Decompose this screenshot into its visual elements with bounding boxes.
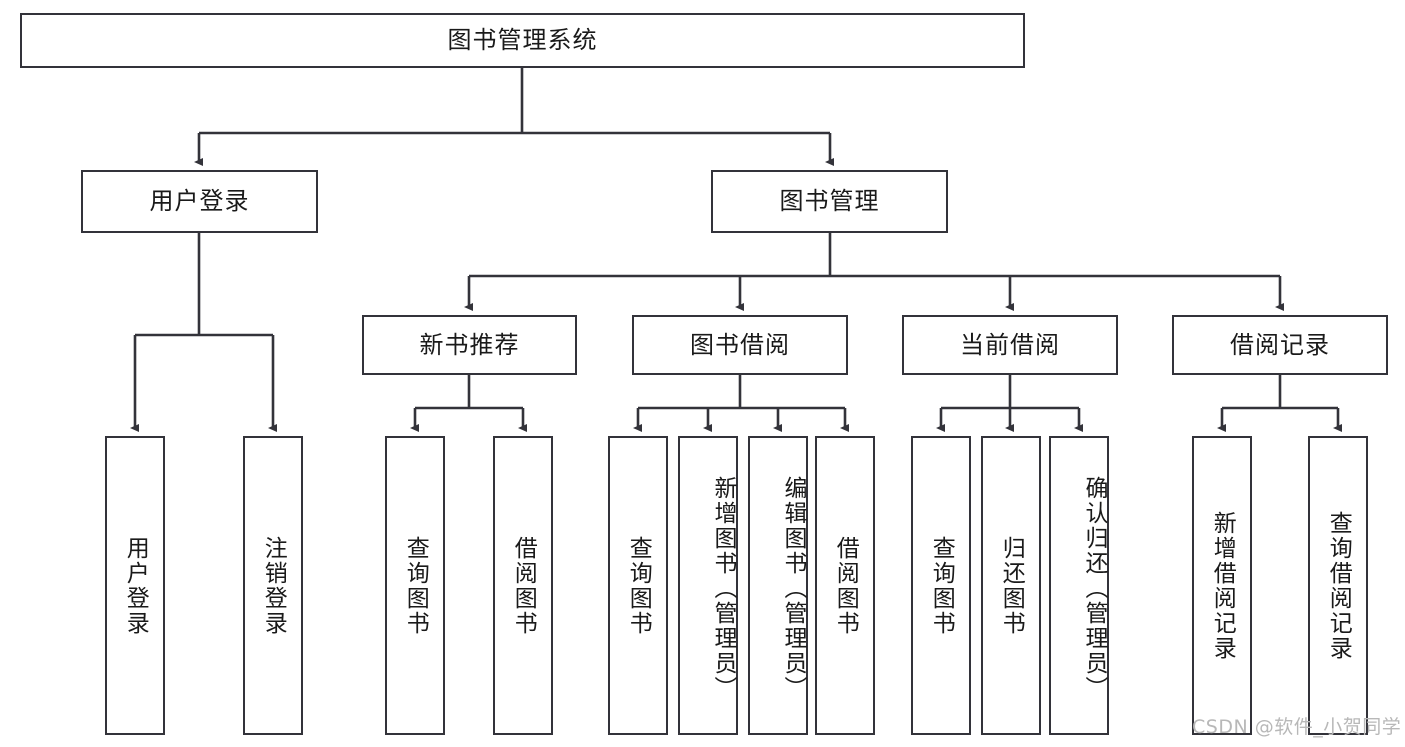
node-label: 用户登录 [149, 187, 250, 216]
node-label: 编辑图书（管理员） [780, 476, 806, 701]
node-label: 图书管理系统 [447, 26, 598, 55]
node-label: 用户登录 [122, 535, 149, 636]
node-label: 借阅记录 [1230, 330, 1330, 359]
node-label: 查询图书 [625, 535, 652, 636]
node-label: 图书借阅 [690, 330, 790, 359]
leaf-newbook-borrow-book[interactable]: 借阅图书 [493, 436, 553, 735]
node-book-borrow[interactable]: 图书借阅 [632, 315, 848, 375]
leaf-record-query-borrow-record[interactable]: 查询借阅记录 [1308, 436, 1368, 735]
leaf-newbook-search-book[interactable]: 查询图书 [385, 436, 445, 735]
leaf-current-confirm-return-admin[interactable]: 确认归还（管理员） [1049, 436, 1109, 735]
leaf-user-logout[interactable]: 注销登录 [243, 436, 303, 735]
node-borrow-record[interactable]: 借阅记录 [1172, 315, 1388, 375]
leaf-record-add-borrow-record[interactable]: 新增借阅记录 [1192, 436, 1252, 735]
watermark-text: CSDN @软件_小贺同学 [1192, 716, 1402, 738]
node-label: 新增图书（管理员） [710, 476, 736, 701]
node-label: 新书推荐 [419, 330, 520, 359]
node-new-book-recommend[interactable]: 新书推荐 [362, 315, 577, 375]
node-label: 归还图书 [998, 535, 1025, 636]
leaf-borrow-edit-book-admin[interactable]: 编辑图书（管理员） [748, 436, 808, 735]
leaf-borrow-search-book[interactable]: 查询图书 [608, 436, 668, 735]
leaf-borrow-borrow-book[interactable]: 借阅图书 [815, 436, 875, 735]
node-book-management[interactable]: 图书管理 [711, 170, 948, 233]
node-label: 借阅图书 [832, 535, 859, 636]
node-label: 查询图书 [402, 535, 429, 636]
node-label: 当前借阅 [960, 330, 1060, 359]
leaf-borrow-add-book-admin[interactable]: 新增图书（管理员） [678, 436, 738, 735]
node-user-login[interactable]: 用户登录 [81, 170, 318, 233]
node-label: 查询图书 [928, 535, 955, 636]
leaf-user-login[interactable]: 用户登录 [105, 436, 165, 735]
leaf-current-return-book[interactable]: 归还图书 [981, 436, 1041, 735]
node-root-system[interactable]: 图书管理系统 [20, 13, 1025, 68]
node-label: 确认归还（管理员） [1081, 476, 1107, 701]
leaf-current-search-book[interactable]: 查询图书 [911, 436, 971, 735]
node-label: 注销登录 [260, 535, 287, 636]
node-current-borrow[interactable]: 当前借阅 [902, 315, 1118, 375]
node-label: 图书管理 [779, 187, 880, 216]
node-label: 查询借阅记录 [1325, 510, 1352, 661]
node-label: 新增借阅记录 [1209, 510, 1236, 661]
node-label: 借阅图书 [510, 535, 537, 636]
